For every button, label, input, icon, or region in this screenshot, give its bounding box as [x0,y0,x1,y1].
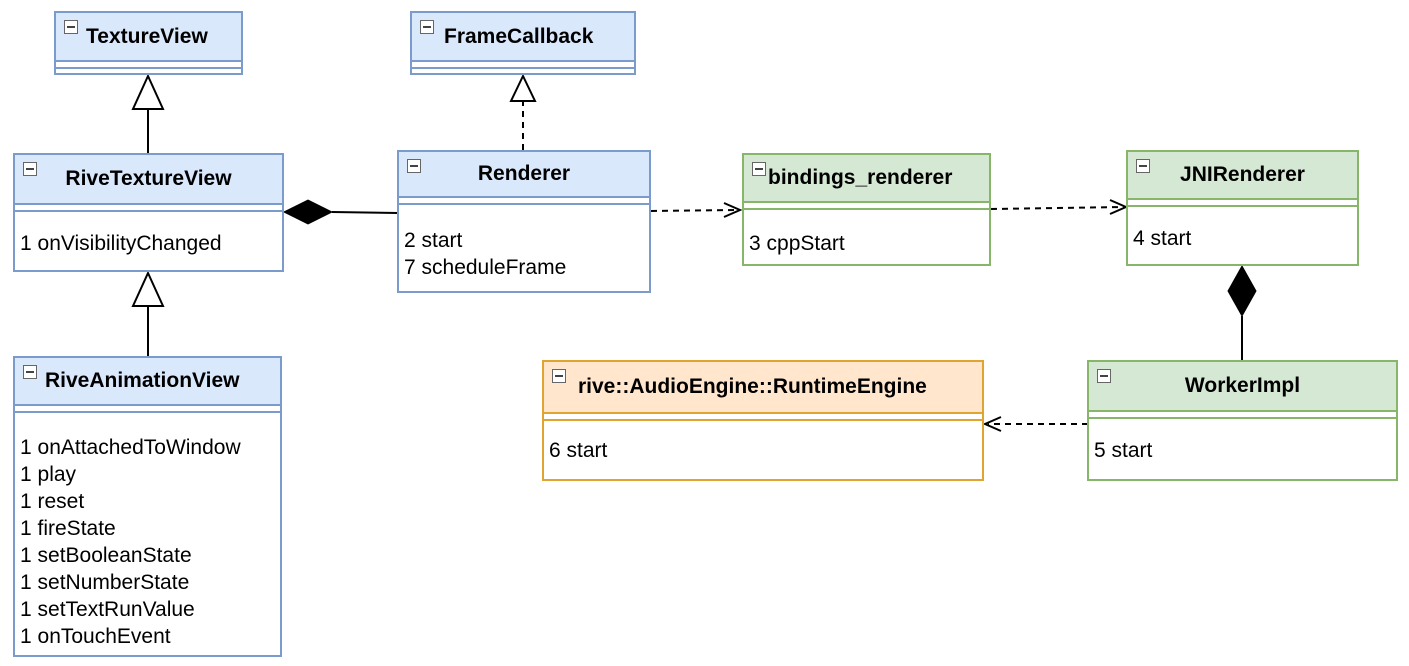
method-list: 3 cppStart [744,210,989,257]
method-list: 4 start [1128,207,1357,252]
class-rivetextureview[interactable]: RiveTextureView 1 onVisibilityChanged [13,153,284,272]
collapse-icon[interactable] [64,20,78,34]
class-name: FrameCallback [444,24,594,48]
class-header: WorkerImpl [1089,362,1396,412]
attribute-compartment [412,62,634,69]
edge-renderer-composition-rivetextureview [282,199,399,225]
edge-renderer-realizes-framecallback [509,73,537,150]
collapse-icon[interactable] [1097,369,1111,383]
edge-workerimpl-depends-runtimeengine [982,416,1088,432]
class-header: rive::AudioEngine::RuntimeEngine [544,362,982,414]
class-header: JNIRenderer [1128,152,1357,200]
class-header: bindings_renderer [744,155,989,203]
edge-rivetextureview-inherits-textureview [131,73,165,153]
method-item: 1 reset [20,490,85,513]
method-item: 5 start [1094,439,1153,462]
collapse-icon[interactable] [407,159,421,173]
class-runtimeengine[interactable]: rive::AudioEngine::RuntimeEngine 6 start [542,360,984,481]
class-framecallback[interactable]: FrameCallback [410,11,636,75]
method-item: 6 start [549,439,608,462]
collapse-icon[interactable] [23,365,37,379]
class-workerimpl[interactable]: WorkerImpl 5 start [1087,360,1398,481]
edge-bindingsrenderer-depends-jnirenderer [990,199,1129,215]
method-item: 1 setTextRunValue [20,598,195,621]
collapse-icon[interactable] [420,20,434,34]
class-name: bindings_renderer [768,166,953,189]
class-textureview[interactable]: TextureView [54,11,243,75]
class-header: RiveTextureView [15,155,282,205]
method-item: 1 play [20,463,77,486]
method-item: 1 onAttachedToWindow [20,436,241,459]
method-item: 1 fireState [20,517,116,540]
method-list: 2 start 7 scheduleFrame [399,205,649,281]
class-name: WorkerImpl [1184,374,1301,397]
collapse-icon[interactable] [1136,159,1150,173]
attribute-compartment [1089,412,1396,419]
edge-workerimpl-composition-jnirenderer [1227,264,1257,361]
edge-riveanimationview-inherits-rivetextureview [131,270,165,356]
collapse-icon[interactable] [552,369,566,383]
method-list: 1 onVisibilityChanged [15,212,282,257]
attribute-compartment [544,414,982,421]
class-name: JNIRenderer [1180,163,1305,186]
method-item: 1 setBooleanState [20,544,192,567]
class-name: TextureView [86,24,208,48]
method-list: 5 start [1089,419,1396,464]
attribute-compartment [1128,200,1357,207]
class-header: TextureView [56,13,241,62]
collapse-icon[interactable] [23,162,37,176]
method-item: 2 start [404,229,463,252]
attribute-compartment [399,198,649,205]
method-item: 3 cppStart [749,232,845,255]
class-name: RiveAnimationView [45,369,240,392]
method-item: 1 onTouchEvent [20,625,171,648]
class-header: RiveAnimationView [15,358,280,406]
method-item: 1 setNumberState [20,571,190,594]
method-list: 6 start [544,421,982,464]
class-bindings-renderer[interactable]: bindings_renderer 3 cppStart [742,153,991,266]
attribute-compartment [15,205,282,212]
method-item: 4 start [1133,227,1192,250]
method-list: 1 onAttachedToWindow 1 play 1 reset 1 fireS… [15,413,280,650]
attribute-compartment [15,406,280,413]
class-renderer[interactable]: Renderer 2 start 7 scheduleFrame [397,150,651,293]
class-name: Renderer [477,162,571,185]
class-name: RiveTextureView [65,167,232,190]
collapse-icon[interactable] [752,162,766,176]
method-item: 1 onVisibilityChanged [20,232,222,255]
method-item: 7 scheduleFrame [404,256,567,279]
class-header: Renderer [399,152,649,198]
edge-renderer-depends-bindings-renderer [650,202,743,218]
attribute-compartment [56,62,241,69]
class-header: FrameCallback [412,13,634,62]
class-name: rive::AudioEngine::RuntimeEngine [578,375,927,398]
attribute-compartment [744,203,989,210]
class-jnirenderer[interactable]: JNIRenderer 4 start [1126,150,1359,266]
